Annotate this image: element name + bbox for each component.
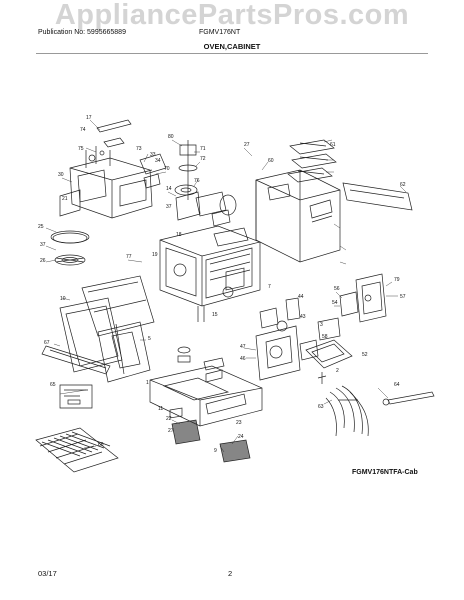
model-number: FGMV176NT <box>199 29 241 36</box>
turntable-assembly <box>50 230 90 266</box>
footer-date: 03/17 <box>38 569 57 578</box>
trim-strip <box>41 345 111 375</box>
callout-44: 44 <box>298 294 304 300</box>
oven-cavity <box>159 225 261 322</box>
outer-cabinet-wrapper <box>255 169 341 263</box>
control-board-box <box>339 273 387 323</box>
thermal-rod <box>382 391 435 406</box>
callout-22: 22 <box>166 416 172 422</box>
callout-19: 19 <box>152 252 158 258</box>
callout-63: 63 <box>318 404 324 410</box>
header-divider <box>36 53 428 54</box>
callout-25: 25 <box>38 224 44 230</box>
callout-3: 3 <box>320 322 323 328</box>
callout-9: 9 <box>214 448 217 454</box>
control-bracket-assembly <box>59 119 167 219</box>
callout-23: 23 <box>236 420 242 426</box>
callout-77: 77 <box>126 254 132 260</box>
page-number: 2 <box>228 569 233 578</box>
callout-11: 11 <box>158 406 163 412</box>
callout-37: 37 <box>40 242 46 248</box>
door-assembly <box>59 275 155 383</box>
callout-24: 24 <box>238 434 244 440</box>
watermark: AppliancePartsPros.com <box>54 0 410 31</box>
top-rail-bar <box>342 182 413 211</box>
callout-17: 17 <box>86 115 92 121</box>
callout-10: 10 <box>60 296 66 302</box>
callout-71: 71 <box>200 146 206 152</box>
callout-26: 26 <box>40 258 46 264</box>
transformer-tray <box>305 339 353 384</box>
callout-67: 67 <box>44 340 50 346</box>
figure-id: FGMV176NTFA-Cab <box>352 469 418 476</box>
callout-73: 73 <box>136 146 142 152</box>
callout-21: 21 <box>62 196 68 202</box>
callout-18: 18 <box>176 232 182 238</box>
callout-14: 14 <box>166 186 172 192</box>
callout-33: 33 <box>150 152 156 158</box>
motor-stack <box>174 140 237 227</box>
callout-75: 75 <box>78 146 84 152</box>
callout-1: 1 <box>146 380 149 386</box>
cooking-rack <box>35 427 119 473</box>
callout-80: 80 <box>168 134 174 140</box>
wire-harness <box>325 385 369 437</box>
callout-27-top: 27 <box>244 142 250 148</box>
callout-58: 58 <box>322 334 328 340</box>
callout-76: 76 <box>194 178 200 184</box>
callout-5: 5 <box>148 336 151 342</box>
callout-72: 72 <box>200 156 206 162</box>
callout-65: 65 <box>50 382 56 388</box>
callout-15: 15 <box>212 312 218 318</box>
callout-62: 62 <box>400 182 406 188</box>
callout-57: 57 <box>400 294 406 300</box>
callout-46: 46 <box>240 356 246 362</box>
light-cover-parts <box>169 346 225 419</box>
callout-54: 54 <box>332 300 338 306</box>
callout-43: 43 <box>300 314 306 320</box>
grease-filters <box>171 419 251 463</box>
callout-7: 7 <box>268 284 271 290</box>
callout-56: 56 <box>334 286 340 292</box>
electrical-components <box>255 297 341 381</box>
callout-27: 27 <box>168 428 174 434</box>
callout-37-top: 37 <box>166 204 172 210</box>
callout-70: 70 <box>164 166 170 172</box>
callout-74: 74 <box>80 127 86 133</box>
label-card <box>59 384 93 409</box>
callout-66: 66 <box>98 442 104 448</box>
callout-60: 60 <box>268 158 274 164</box>
callout-52: 52 <box>362 352 368 358</box>
callout-2: 2 <box>336 368 339 374</box>
callout-79: 79 <box>394 277 400 283</box>
section-title: OVEN,CABINET <box>203 42 261 51</box>
callout-34: 34 <box>155 158 161 164</box>
callout-30: 30 <box>58 172 64 178</box>
publication-number: Publication No: 5995665889 <box>38 29 126 36</box>
callout-61: 61 <box>330 142 336 148</box>
callout-47: 47 <box>240 344 246 350</box>
base-plate <box>149 365 263 427</box>
callout-64: 64 <box>394 382 400 388</box>
